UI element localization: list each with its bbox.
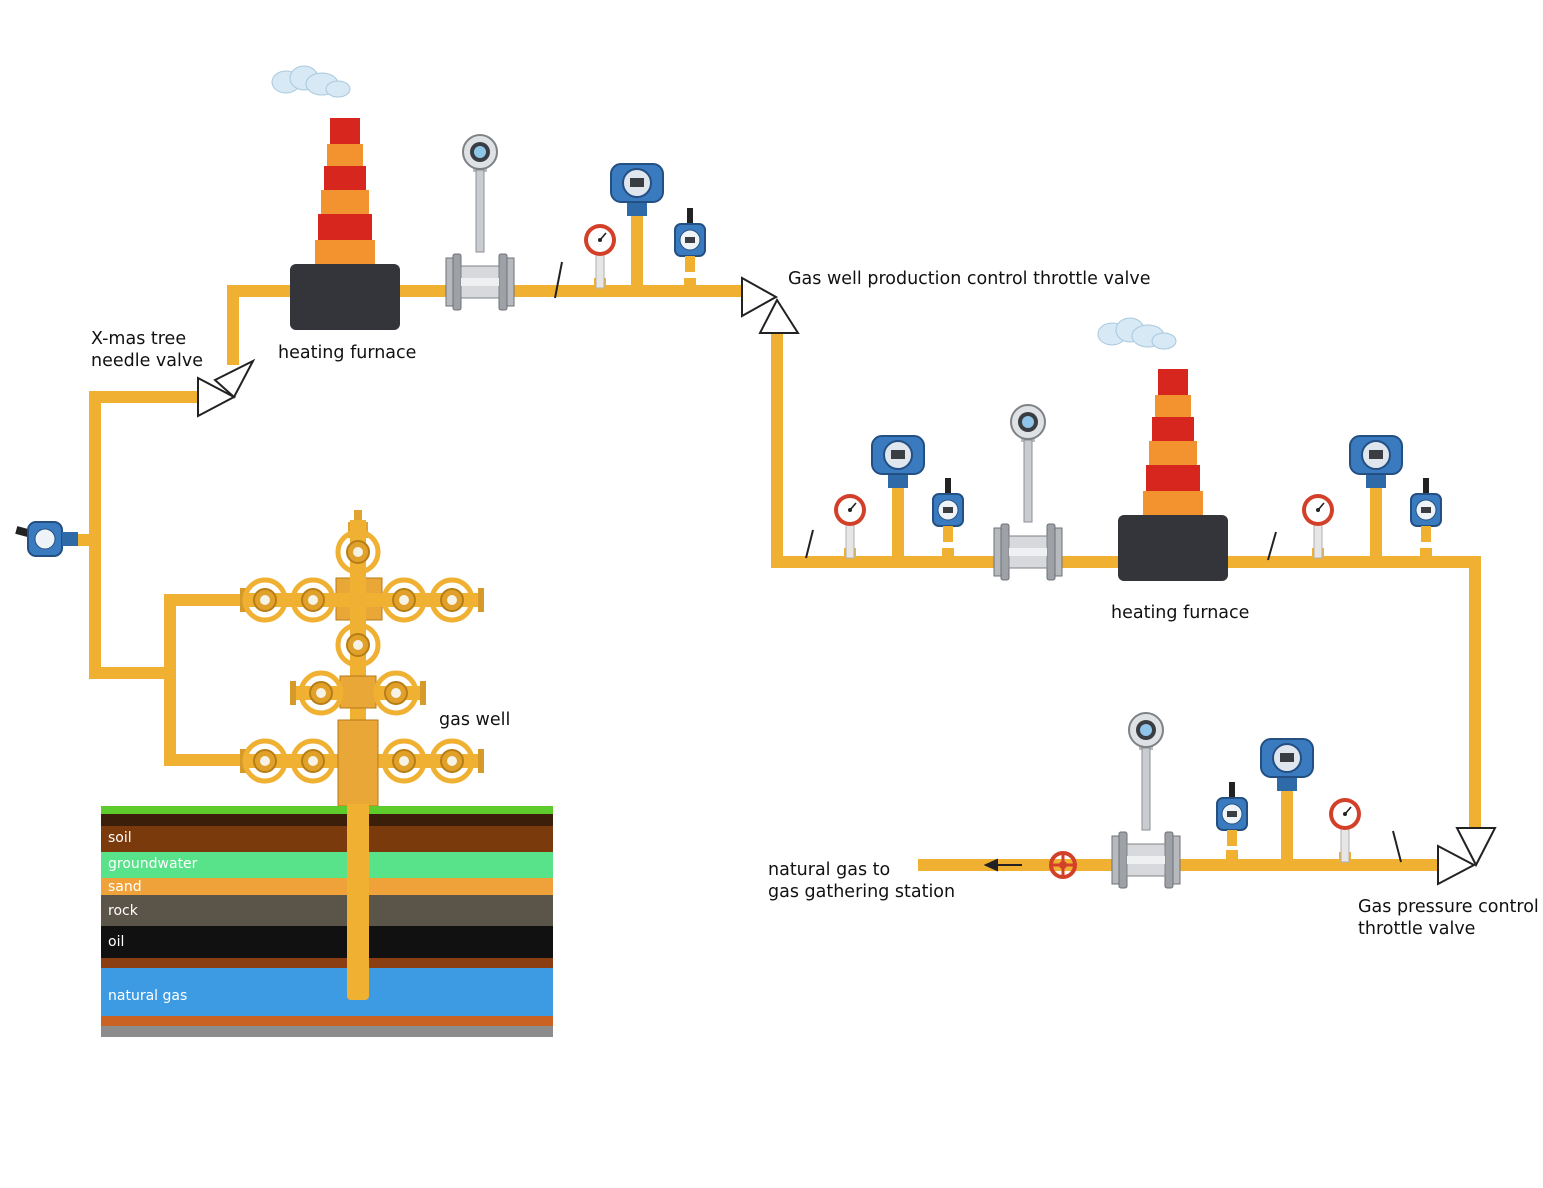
flow-arrow-icon bbox=[983, 858, 1022, 872]
pressure-valve-label: Gas pressure control throttle valve bbox=[1358, 896, 1539, 940]
outlet-label: natural gas to gas gathering station bbox=[768, 859, 955, 903]
throttle-valve-icon[interactable] bbox=[1437, 827, 1497, 886]
pressure-transmitter-icon[interactable] bbox=[1260, 738, 1314, 828]
grass-layer bbox=[101, 806, 553, 814]
furnace-1-label: heating furnace bbox=[278, 343, 417, 363]
bottom-band-orange bbox=[101, 1016, 553, 1026]
gate-valve-icon[interactable] bbox=[1049, 851, 1077, 879]
bottom-band-grey bbox=[101, 1026, 553, 1037]
temperature-transmitter-icon[interactable] bbox=[1216, 781, 1248, 847]
heating-furnace-2 bbox=[1097, 317, 1228, 581]
brown-band bbox=[101, 958, 553, 968]
pressure-transmitter-icon[interactable] bbox=[15, 521, 78, 557]
pressure-gauge-icon[interactable] bbox=[1301, 493, 1335, 559]
pressure-transmitter-icon[interactable] bbox=[1349, 435, 1403, 525]
label-line: gas gathering station bbox=[768, 882, 956, 902]
label-line: Gas pressure control bbox=[1358, 897, 1539, 917]
pressure-transmitter-icon[interactable] bbox=[610, 163, 664, 253]
flow-marks bbox=[554, 261, 1402, 863]
topsoil-dark-layer bbox=[101, 814, 553, 826]
production-valve-label: Gas well production control throttle val… bbox=[788, 269, 1151, 289]
temperature-transmitter-icon[interactable] bbox=[674, 207, 706, 273]
stratum-natural-gas: natural gas bbox=[101, 968, 553, 1016]
heating-furnace-1 bbox=[271, 65, 400, 330]
label-line: natural gas to bbox=[768, 860, 891, 880]
smoke-icon bbox=[271, 65, 351, 98]
label-line: X-mas tree bbox=[91, 329, 187, 349]
pressure-gauge-icon[interactable] bbox=[833, 493, 867, 559]
stratum-sand: sand bbox=[101, 878, 553, 895]
vortex-flowmeter-icon[interactable] bbox=[445, 134, 515, 311]
vortex-flowmeter-icon[interactable] bbox=[1111, 712, 1181, 889]
temperature-transmitter-icon[interactable] bbox=[932, 477, 964, 543]
stratum-oil: oil bbox=[101, 926, 553, 958]
stratum-rock: rock bbox=[101, 895, 553, 926]
stratum-groundwater: groundwater bbox=[101, 852, 553, 878]
throttle-valve-icon[interactable] bbox=[741, 276, 800, 334]
gas-well-label: gas well bbox=[439, 710, 511, 730]
pressure-gauge-icon[interactable] bbox=[1328, 797, 1362, 863]
stratum-label: groundwater bbox=[108, 856, 198, 872]
pressure-transmitter-icon[interactable] bbox=[871, 435, 925, 525]
label-line: needle valve bbox=[91, 351, 203, 371]
pressure-gauge-icon[interactable] bbox=[583, 223, 617, 289]
temperature-transmitter-icon[interactable] bbox=[1410, 477, 1442, 543]
stratum-label: rock bbox=[108, 903, 138, 919]
stratum-label: sand bbox=[108, 879, 142, 895]
xmas-valve-label: X-mas tree needle valve bbox=[91, 328, 203, 372]
stratum-label: oil bbox=[108, 934, 125, 950]
throttle-valve-icon[interactable] bbox=[197, 358, 256, 418]
well-bore bbox=[347, 804, 369, 1000]
wellhead-icon bbox=[240, 510, 484, 807]
label-line: throttle valve bbox=[1358, 919, 1476, 939]
furnace-2-label: heating furnace bbox=[1111, 603, 1250, 623]
smoke-icon bbox=[1097, 317, 1177, 350]
pipeline bbox=[78, 235, 1481, 871]
vortex-flowmeter-icon[interactable] bbox=[993, 404, 1063, 581]
stratum-label: natural gas bbox=[108, 988, 188, 1004]
stratum-soil: soil bbox=[101, 826, 553, 852]
stratum-label: soil bbox=[108, 830, 132, 846]
